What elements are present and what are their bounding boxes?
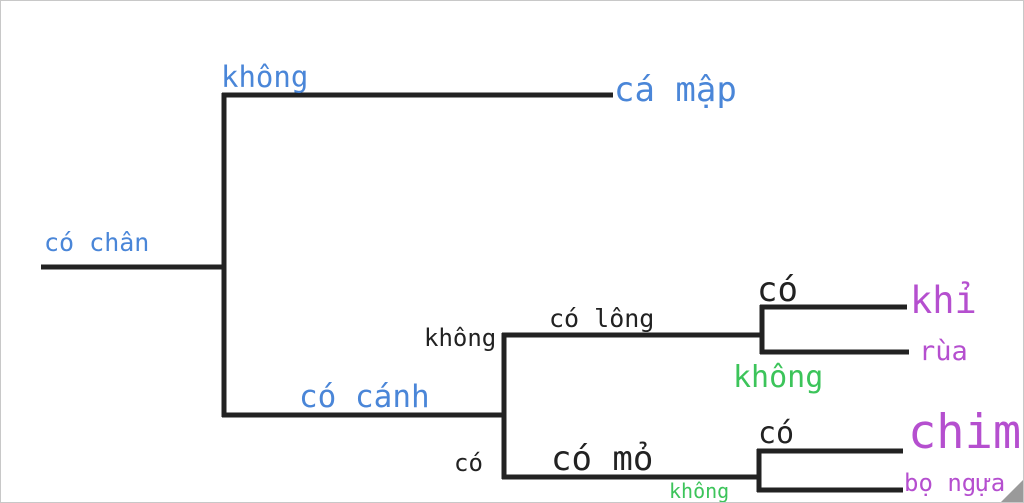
has-wings-yes-label: có <box>454 449 483 477</box>
leaf-bird: chim <box>908 405 1022 460</box>
has-beak-yes-label: có <box>758 416 795 451</box>
has-beak-question-label: có mỏ <box>551 439 654 479</box>
leaf-mantis: bọ ngựa <box>904 469 1006 497</box>
leaf-shark: cá mập <box>614 70 737 110</box>
leaf-monkey: khỉ <box>910 279 977 322</box>
has-feathers-yes-label: có <box>757 270 798 310</box>
leaf-turtle: rùa <box>919 336 968 367</box>
has-beak-no-label: không <box>669 479 730 503</box>
no-legs-label: không <box>221 60 309 94</box>
no-wings-label: không <box>424 324 497 352</box>
has-feathers-no-label: không <box>733 360 824 395</box>
has-legs-question-label: có chân <box>44 228 150 257</box>
has-wings-question-label: có cánh <box>299 379 430 415</box>
resize-corner-icon <box>1001 480 1023 502</box>
has-feathers-question-label: có lông <box>549 304 655 333</box>
